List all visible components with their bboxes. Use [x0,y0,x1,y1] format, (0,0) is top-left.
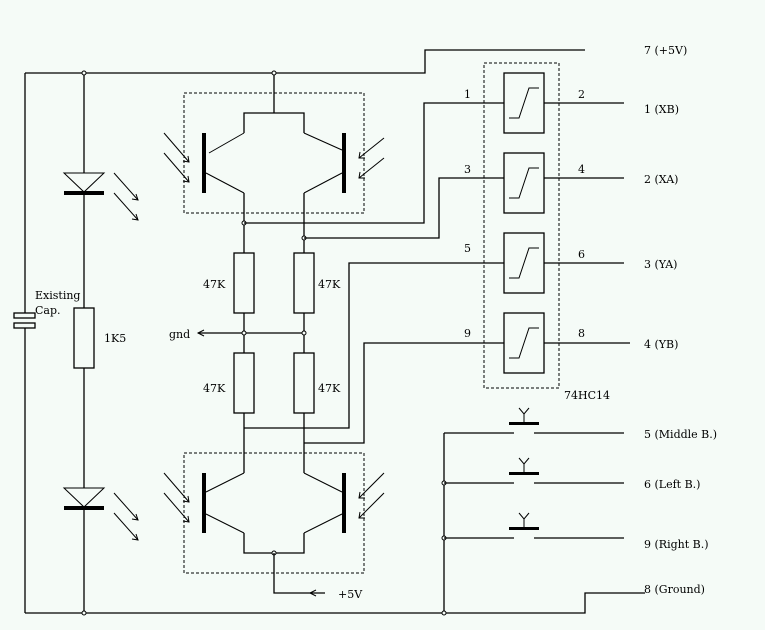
pin-number: 3 [464,163,471,176]
pushbutton-left-icon [444,457,624,484]
resistor-dividers [196,252,315,473]
resistor-1k5 [73,307,95,369]
led-chain [62,70,139,616]
pin-number: 1 [464,88,471,101]
existing-capacitor [13,73,36,613]
supply-rail-5v [25,49,585,74]
connector-pin-label: 2 (XA) [644,173,678,186]
pushbutton-right-icon [444,512,624,539]
button-switches [441,407,624,616]
resistor-1k5-label: 1K5 [104,332,126,345]
lower-supply-label: +5V [338,588,363,601]
resistor-47k-label: 47K [203,278,226,291]
ir-led-lower-icon [62,487,139,541]
pin-number: 8 [578,327,585,340]
connector-pin-label: 1 (XB) [644,103,679,116]
connector-pin-label: 9 (Right B.) [644,538,709,551]
resistor-47k-label: 47K [318,278,341,291]
signal-wires [241,102,504,444]
capacitor-label-line2: Cap. [35,304,61,317]
pushbutton-middle-icon [444,407,624,434]
capacitor-label-line1: Existing [35,289,80,302]
schmitt-gate [503,152,624,214]
connector-pin-label: 5 (Middle B.) [644,428,717,441]
upper-phototransistor-pair [163,70,385,253]
schmitt-gate [503,312,630,374]
pin-number: 9 [464,327,471,340]
light-arrows-icon [163,472,190,523]
resistor-47k-label: 47K [203,382,226,395]
schmitt-gate [503,232,624,294]
connector-pin-label: 3 (YA) [644,258,677,271]
resistor-47k-label: 47K [318,382,341,395]
pin-number: 2 [578,88,585,101]
connector-pin-label: 7 (+5V) [644,44,687,57]
pin-number: 5 [464,242,471,255]
schmitt-gate [503,72,624,134]
ic-label: 74HC14 [564,389,610,402]
connector-pin-label: 8 (Ground) [644,583,705,596]
pin-number: 6 [578,248,585,261]
ground-rail [25,592,645,614]
connector-pin-label: 6 (Left B.) [644,478,700,491]
light-arrows-icon [163,132,190,183]
lower-phototransistor-pair [163,452,385,597]
ic-74hc14 [483,62,630,389]
gnd-label: gnd [169,328,190,341]
connector-pin-label: 4 (YB) [644,338,678,351]
light-arrows-icon [358,472,385,519]
ir-led-upper-icon [62,172,139,221]
light-arrows-icon [358,137,385,179]
pin-number: 4 [578,163,585,176]
